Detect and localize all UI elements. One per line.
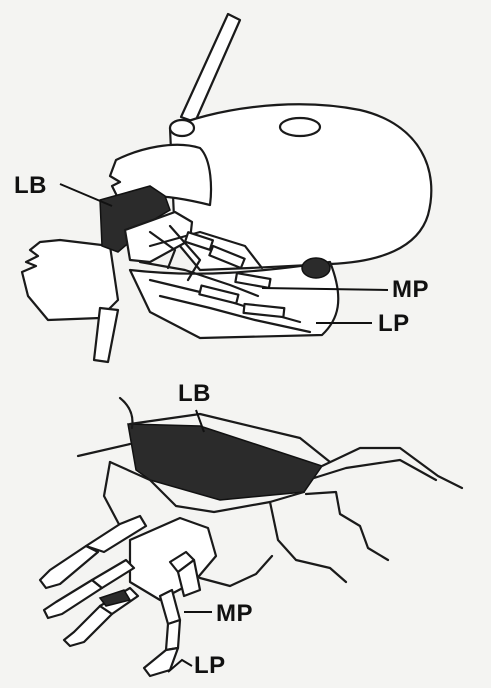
bottom-lp-label: LP xyxy=(194,652,226,680)
bottom-mp-label: MP xyxy=(216,600,253,628)
bottom-specimen xyxy=(40,398,462,676)
top-antenna xyxy=(181,14,240,122)
top-lp-label: LP xyxy=(378,310,410,338)
bottom-throat xyxy=(270,502,346,582)
top-lb-leader xyxy=(60,184,112,206)
top-dark-spot xyxy=(302,258,330,278)
bottom-lb-label: LB xyxy=(178,380,211,408)
top-eye-small xyxy=(170,120,194,136)
top-lb-label: LB xyxy=(14,172,47,200)
top-mp-label: MP xyxy=(392,276,429,304)
top-eye xyxy=(280,118,320,136)
bottom-left-edge xyxy=(78,444,130,456)
top-specimen xyxy=(22,14,431,362)
bottom-body-inner xyxy=(314,460,436,480)
bottom-body-lower xyxy=(306,492,388,560)
bottom-cheek xyxy=(104,462,122,530)
